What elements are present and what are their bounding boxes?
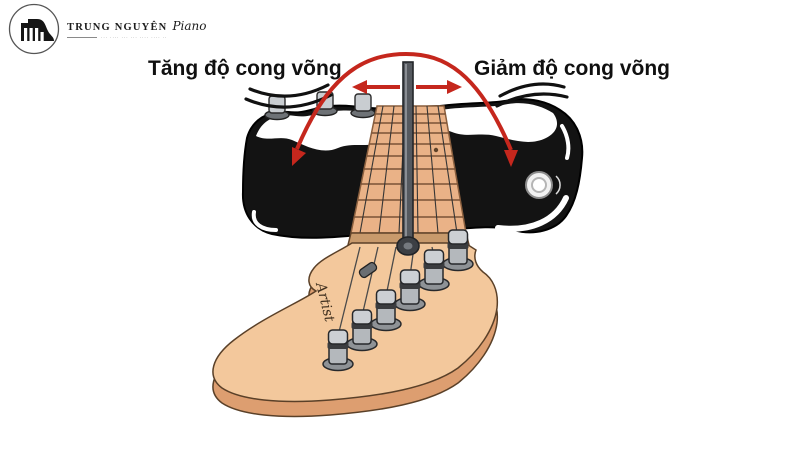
brand-logo: TRUNG NGUYÊN Piano ··· ···· ··· ··· ····… <box>8 3 206 55</box>
tagline-divider <box>67 36 97 38</box>
headstock-strings <box>337 239 459 337</box>
arc-arrowhead-right <box>504 150 518 167</box>
brand-tagline: ··· ···· ··· ··· ···· ···· ·· <box>67 35 206 40</box>
brand-name: TRUNG NGUYÊN <box>67 21 168 33</box>
tuner <box>346 309 378 352</box>
rotation-arc-arrow <box>295 51 513 151</box>
label-increase-relief: Tăng độ cong võng <box>148 57 342 80</box>
brand-name-script: Piano <box>172 18 207 33</box>
tuner <box>322 329 354 372</box>
left-turn-arrowhead <box>352 80 367 94</box>
string-tree <box>358 261 378 279</box>
tuners <box>322 229 474 372</box>
label-decrease-relief: Giảm độ cong võng <box>474 57 671 80</box>
tuner <box>418 249 450 292</box>
arc-arrowhead-left <box>292 147 306 166</box>
neck-bow-marks-right <box>495 82 569 108</box>
right-turn-arrowhead <box>447 80 462 94</box>
body-highlight <box>560 124 571 160</box>
tuner <box>394 269 426 312</box>
piano-logo-icon <box>8 3 60 55</box>
tuner <box>370 289 402 332</box>
rotation-annotations <box>292 51 518 167</box>
output-jack <box>525 171 561 199</box>
body-highlight <box>495 195 569 232</box>
headstock: Artist <box>212 229 499 418</box>
fret-inlay-dot <box>433 147 439 153</box>
truss-rod-wrench <box>396 61 420 256</box>
body-highlight <box>251 210 278 232</box>
